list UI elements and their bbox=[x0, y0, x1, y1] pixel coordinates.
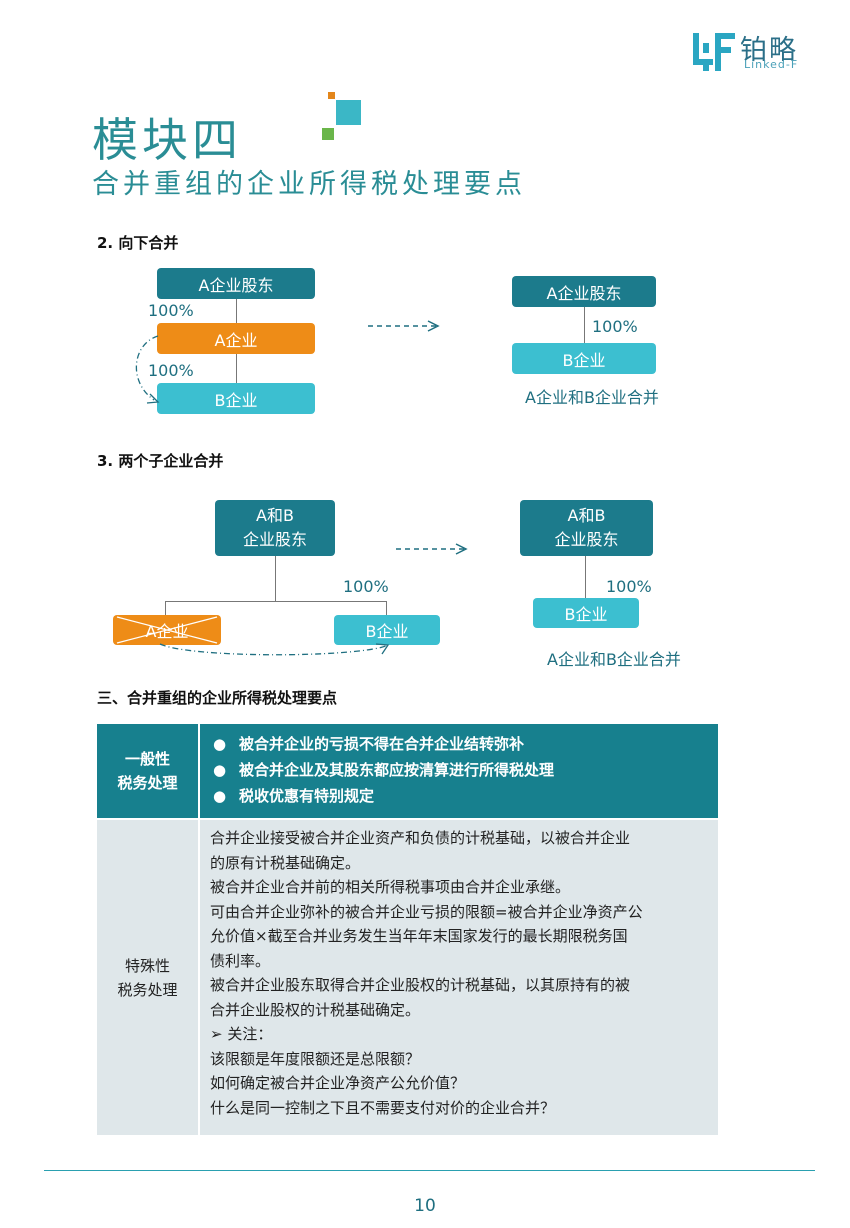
module-title: 模块四 bbox=[92, 113, 242, 167]
text-line: 允价值×截至合并业务发生当年年末国家发行的最长期限税务国 bbox=[210, 927, 628, 945]
module-subtitle: 合并重组的企业所得税处理要点 bbox=[92, 169, 526, 200]
s2-left-b-box: B企业 bbox=[157, 383, 315, 414]
general-label-line2: 税务处理 bbox=[117, 774, 178, 792]
s2-right-b-box: B企业 bbox=[512, 343, 656, 374]
s3-left-branch-line bbox=[165, 601, 387, 602]
special-treatment-label: 特殊性 税务处理 bbox=[97, 820, 198, 1135]
text-line: 什么是同一控制之下且不需要支付对价的企业合并？ bbox=[210, 1098, 556, 1117]
list-item: ●被合并企业的亏损不得在合并企业结转弥补 bbox=[207, 731, 554, 757]
s2-right-caption: A企业和B企业合并 bbox=[525, 388, 659, 407]
general-treatment-row: 一般性 税务处理 ●被合并企业的亏损不得在合并企业结转弥补 ●被合并企业及其股东… bbox=[97, 724, 718, 818]
decor-square-teal bbox=[336, 100, 361, 125]
s3-right-shareholder-line2: 企业股东 bbox=[554, 530, 619, 549]
section3-heading: 3. 两个子企业合并 bbox=[97, 452, 224, 470]
s3-left-trunk-line bbox=[275, 556, 276, 602]
s3-right-line bbox=[585, 556, 586, 598]
text-line: 如何确定被合并企业净资产公允价值？ bbox=[210, 1074, 466, 1092]
s2-left-pct1: 100% bbox=[148, 301, 194, 320]
special-treatment-row: 特殊性 税务处理 合并企业接受被合并企业资产和负债的计税基础，以被合并企业 的原… bbox=[97, 820, 718, 1135]
s2-right-line bbox=[584, 307, 585, 343]
decor-square-green bbox=[322, 128, 334, 140]
s3-left-pct: 100% bbox=[343, 577, 389, 596]
s2-merge-curve-arrow bbox=[135, 335, 160, 404]
s3-transform-arrow bbox=[396, 543, 468, 555]
page-number: 10 bbox=[414, 1196, 436, 1216]
s3-right-caption: A企业和B企业合并 bbox=[547, 650, 681, 669]
s3-right-shareholder-line1: A和B bbox=[567, 506, 606, 525]
cell-divider bbox=[198, 724, 200, 818]
s3-right-b-box: B企业 bbox=[533, 598, 639, 628]
text-line: 合并企业接受被合并企业资产和负债的计税基础，以被合并企业 bbox=[210, 829, 631, 847]
s2-left-line2 bbox=[236, 354, 237, 383]
text-line: 合并企业股权的计税基础确定。 bbox=[210, 1000, 421, 1019]
decor-square-orange bbox=[328, 92, 335, 99]
s2-left-a-box: A企业 bbox=[157, 323, 315, 354]
s2-right-pct: 100% bbox=[592, 317, 638, 336]
special-label-line2: 税务处理 bbox=[117, 980, 178, 999]
s3-right-shareholder-box: A和B 企业股东 bbox=[520, 500, 653, 556]
text-line: 的原有计税基础确定。 bbox=[210, 853, 361, 872]
s2-left-shareholder-box: A企业股东 bbox=[157, 268, 315, 299]
text-line: 债利率。 bbox=[210, 951, 271, 970]
s2-left-pct2: 100% bbox=[148, 361, 194, 380]
special-treatment-text: 合并企业接受被合并企业资产和负债的计税基础，以被合并企业 的原有计税基础确定。 … bbox=[210, 826, 710, 1120]
general-treatment-label: 一般性 税务处理 bbox=[97, 724, 198, 818]
s3-merge-curve-arrow bbox=[159, 643, 390, 656]
logo-text-cn: 铂略 bbox=[740, 35, 798, 66]
text-line: 被合并企业合并前的相关所得税事项由合并企业承继。 bbox=[210, 878, 571, 896]
s3-left-branch-b bbox=[386, 601, 387, 615]
general-bullet-list: ●被合并企业的亏损不得在合并企业结转弥补 ●被合并企业及其股东都应按清算进行所得… bbox=[207, 731, 554, 809]
section2-heading: 2. 向下合并 bbox=[97, 234, 179, 252]
crossed-out-icon bbox=[116, 616, 218, 644]
footer-divider bbox=[44, 1170, 815, 1171]
bullet-dot-icon: ● bbox=[213, 735, 227, 753]
text-line: ➢ 关注： bbox=[210, 1025, 273, 1043]
s3-left-shareholder-box: A和B 企业股东 bbox=[215, 500, 335, 556]
s3-left-shareholder-line2: 企业股东 bbox=[242, 530, 307, 549]
s3-right-pct: 100% bbox=[606, 577, 652, 596]
list-item: ●被合并企业及其股东都应按清算进行所得税处理 bbox=[207, 757, 554, 783]
general-label-line1: 一般性 bbox=[124, 750, 170, 768]
logo-icon bbox=[693, 33, 735, 71]
cell-divider bbox=[198, 820, 200, 1135]
bullet-dot-icon: ● bbox=[213, 761, 227, 779]
text-line: 被合并企业股东取得合并企业股权的计税基础，以其原持有的被 bbox=[210, 976, 631, 994]
s2-left-line1 bbox=[236, 299, 237, 323]
s3-left-b-box: B企业 bbox=[334, 615, 440, 645]
s3-left-branch-a bbox=[165, 601, 166, 615]
s2-transform-arrow bbox=[368, 320, 440, 332]
bullet-dot-icon: ● bbox=[213, 787, 227, 805]
section-three-heading: 三、合并重组的企业所得税处理要点 bbox=[97, 689, 338, 707]
s2-right-shareholder-box: A企业股东 bbox=[512, 276, 656, 307]
special-label-line1: 特殊性 bbox=[124, 956, 170, 975]
list-item: ●税收优惠有特别规定 bbox=[207, 783, 554, 809]
logo-text-en: Linked-F bbox=[744, 58, 799, 71]
text-line: 可由合并企业弥补的被合并企业亏损的限额=被合并企业净资产公 bbox=[210, 902, 643, 921]
text-line: 该限额是年度限额还是总限额？ bbox=[210, 1049, 421, 1068]
s3-left-shareholder-line1: A和B bbox=[256, 506, 294, 525]
